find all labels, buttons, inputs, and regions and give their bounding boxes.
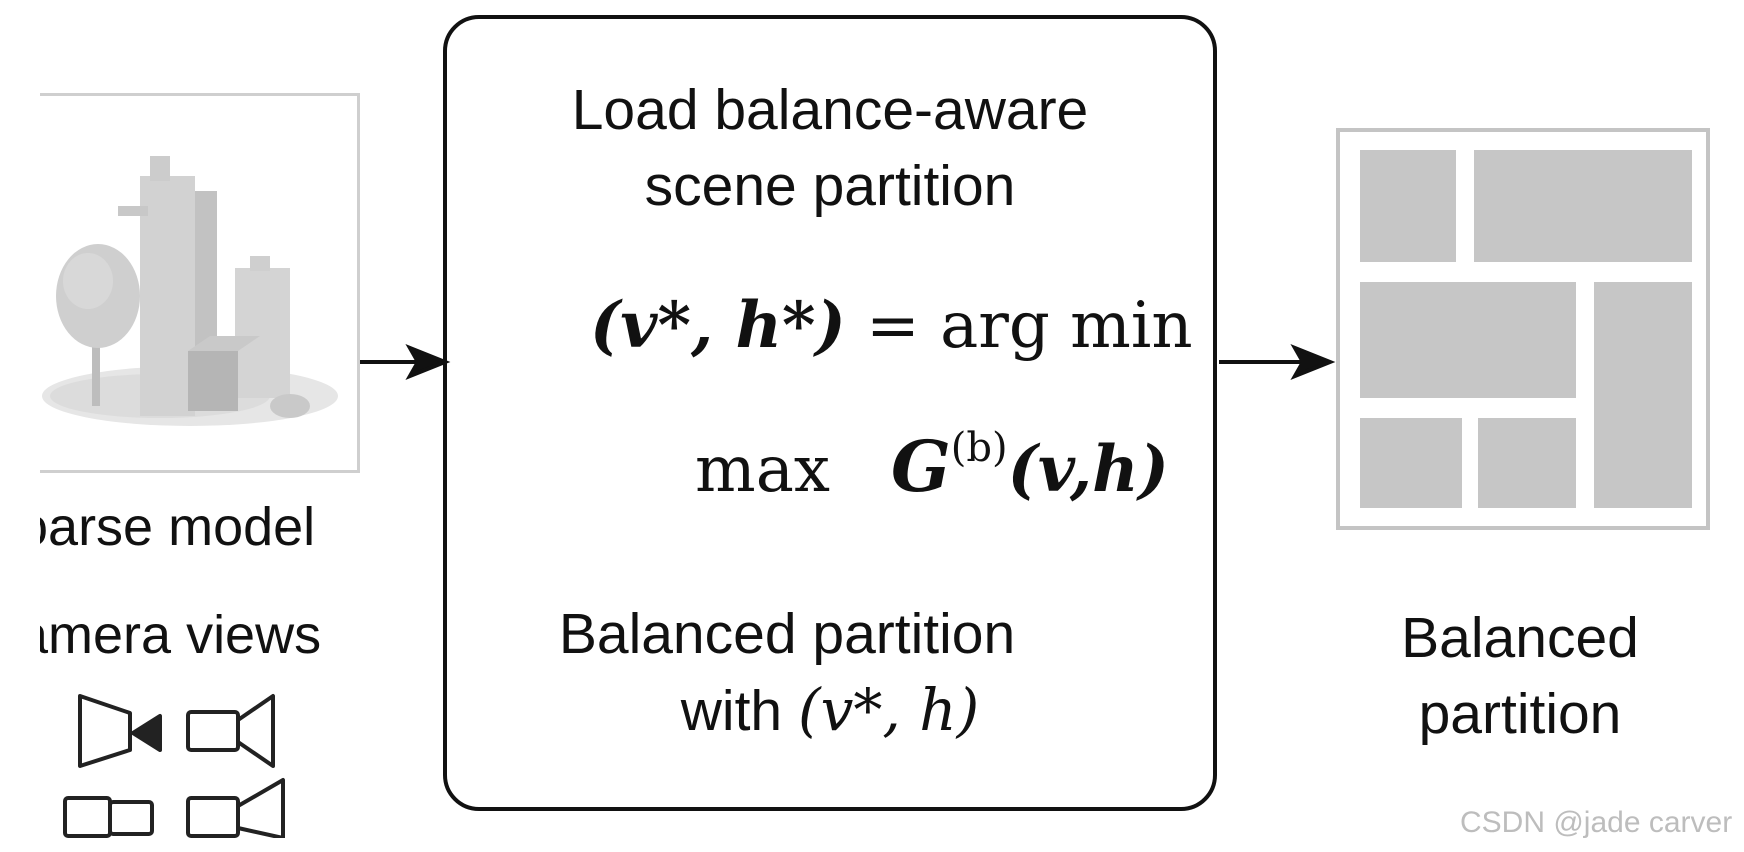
camera-icon <box>63 796 154 838</box>
max-formula: max G(b)(v,h) <box>695 425 1169 508</box>
partition-grid-icon <box>1336 128 1710 530</box>
result-with-text: with <box>680 679 783 743</box>
partition-cell <box>1478 418 1576 508</box>
partition-cell <box>1360 282 1576 398</box>
watermark: CSDN @jade carver <box>1460 806 1733 839</box>
balanced-partition-result: Balanced partition with (v*, h) <box>443 596 1217 749</box>
partition-cell <box>1474 150 1692 262</box>
formula-lhs: (v*, h*) <box>590 288 846 363</box>
formula-args: (v,h) <box>1007 432 1169 507</box>
partition-cell <box>1360 418 1462 508</box>
output-label-line2: partition <box>1418 682 1622 746</box>
formula-rhs: = arg min <box>866 289 1193 363</box>
formula-function: G <box>890 425 951 508</box>
formula-max-op: max <box>695 433 830 507</box>
camera-icon <box>78 694 162 768</box>
arrow-right-icon <box>360 344 451 380</box>
partition-cell <box>1360 150 1456 262</box>
result-math: (v*, h) <box>797 676 980 744</box>
process-title-line2: scene partition <box>644 154 1016 218</box>
camera-views-icons <box>63 694 285 838</box>
argmin-formula: (v*, h*) = arg min <box>590 288 1193 363</box>
process-title-line1: Load balance-aware <box>571 78 1089 142</box>
partition-process-box <box>443 15 1217 811</box>
point-cloud-scene-icon <box>42 156 338 426</box>
camera-views-label: amera views <box>40 608 322 662</box>
result-line2: with (v*, h) <box>443 672 1217 749</box>
camera-icon <box>186 778 285 838</box>
formula-superscript: (b) <box>950 425 1008 471</box>
process-title: Load balance-aware scene partition <box>443 72 1217 224</box>
output-label-line1: Balanced <box>1401 606 1639 670</box>
result-line1: Balanced partition <box>558 602 1016 666</box>
coarse-model-label: oarse model <box>40 500 316 554</box>
output-label: Balanced partition <box>1340 600 1700 752</box>
camera-icon <box>186 694 275 768</box>
partition-cell <box>1594 282 1692 508</box>
arrow-right-icon <box>1219 344 1336 380</box>
